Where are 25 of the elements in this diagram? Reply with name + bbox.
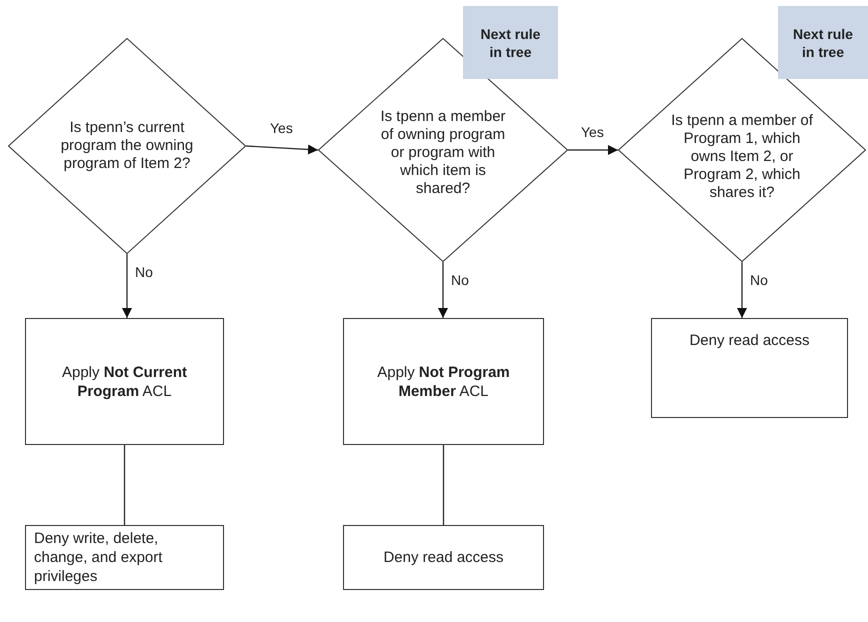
connector-line bbox=[442, 445, 444, 525]
decision-diamond bbox=[8, 38, 246, 254]
decision-diamond bbox=[618, 38, 866, 262]
arrow bbox=[568, 145, 618, 155]
node-text: Is tpenn a member of owning program or program with which item is shared? bbox=[380, 108, 506, 197]
arrow bbox=[737, 262, 747, 318]
process-box: Deny read access bbox=[343, 525, 544, 590]
edge-label: No bbox=[133, 264, 155, 280]
edge-label: Yes bbox=[268, 120, 295, 136]
arrow bbox=[438, 262, 448, 318]
note-box: Next rule in tree bbox=[778, 6, 868, 79]
edge-label: No bbox=[748, 272, 770, 288]
arrow bbox=[122, 254, 132, 318]
node-text: Is tpenn’s current program the owning program of Item 2? bbox=[60, 119, 194, 172]
process-box: Apply Not Program Member ACL bbox=[343, 318, 544, 445]
edge-label: Yes bbox=[579, 124, 606, 140]
edge-label: No bbox=[449, 272, 471, 288]
process-box: Deny read access bbox=[651, 318, 848, 418]
note-box: Next rule in tree bbox=[463, 6, 558, 79]
process-box: Deny write, delete, change, and export privileges bbox=[25, 525, 224, 590]
connector-line bbox=[124, 445, 126, 525]
node-text: Is tpenn a member of Program 1, which owns Item 2, or Program 2, which shares it? bbox=[671, 112, 813, 201]
process-box: Apply Not Current Program ACL bbox=[25, 318, 224, 445]
decision-diamond bbox=[318, 38, 568, 262]
arrow bbox=[246, 144, 318, 154]
